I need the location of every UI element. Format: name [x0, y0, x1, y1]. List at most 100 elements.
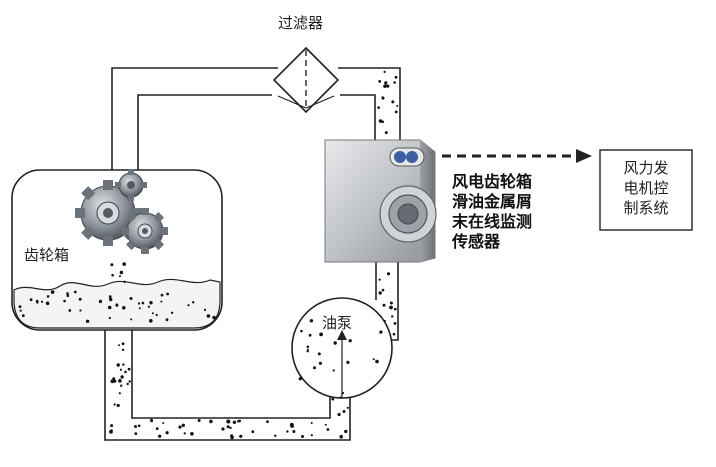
debris-dot [166, 292, 170, 296]
debris-dot [108, 295, 112, 299]
sensor-image [324, 139, 437, 263]
debris-dot [150, 420, 153, 423]
debris-dot [107, 305, 112, 310]
debris-dot [129, 297, 133, 300]
pump-label: 油泵 [322, 314, 353, 332]
debris-dot [162, 422, 165, 424]
debris-dot [109, 297, 113, 302]
debris-dot [313, 366, 316, 370]
debris-dot [326, 428, 330, 431]
debris-dot [378, 119, 383, 123]
debris-dot [127, 367, 131, 371]
debris-dot [379, 330, 383, 334]
debris-dot [239, 434, 243, 438]
metal-debris [18, 70, 399, 440]
debris-dot [151, 312, 154, 315]
debris-dot [116, 363, 120, 367]
oil-pump [291, 297, 393, 399]
debris-dot [183, 432, 186, 435]
debris-dot [391, 315, 394, 318]
debris-dot [393, 81, 396, 84]
debris-dot [50, 290, 55, 294]
debris-dot [306, 348, 309, 351]
debris-dot [292, 430, 296, 433]
debris-dot [63, 299, 66, 303]
debris-dot [378, 80, 382, 83]
debris-dot [108, 316, 111, 320]
debris-dot [40, 300, 44, 303]
debris-dot [346, 406, 349, 409]
debris-dot [121, 348, 125, 352]
debris-dot [306, 345, 310, 349]
debris-dot [318, 361, 322, 365]
debris-dot [383, 84, 387, 88]
control-system-box [599, 149, 693, 231]
debris-dot [377, 106, 380, 109]
debris-dot [229, 426, 232, 430]
debris-dot [300, 329, 303, 333]
debris-dot [251, 430, 255, 434]
debris-dot [324, 423, 327, 426]
debris-dot [386, 272, 391, 276]
gear-icon [75, 169, 168, 254]
debris-dot [119, 368, 122, 371]
debris-dot [122, 363, 125, 366]
debris-dot [110, 263, 114, 267]
debris-dot [187, 304, 190, 307]
debris-dot [394, 75, 398, 79]
debris-dot [375, 359, 379, 364]
debris-dot [181, 423, 185, 427]
debris-dot [122, 262, 126, 266]
debris-dot [160, 293, 164, 297]
debris-dot [378, 278, 381, 281]
debris-dot [21, 314, 25, 317]
debris-dot [149, 319, 153, 323]
debris-dot [36, 301, 39, 304]
debris-dot [66, 292, 69, 295]
debris-dot [266, 420, 269, 423]
debris-dot [197, 419, 201, 422]
control-system-line-1: 风力发 [623, 159, 669, 177]
debris-dot [120, 375, 124, 379]
debris-dot [226, 419, 231, 424]
debris-dot [383, 319, 386, 322]
debris-dot [73, 290, 77, 294]
debris-dot [118, 392, 121, 395]
debris-dot [119, 270, 124, 275]
debris-dot [286, 430, 289, 433]
debris-dot [331, 397, 335, 401]
debris-dot [141, 301, 145, 305]
debris-dot [130, 318, 133, 321]
debris-dot [111, 273, 114, 277]
debris-dot [85, 319, 90, 323]
supply-pipe [104, 330, 351, 441]
debris-dot [333, 341, 337, 345]
debris-dot [274, 434, 277, 437]
control-system-line-3: 制系统 [623, 199, 669, 217]
debris-dot [337, 412, 341, 417]
debris-dot [206, 314, 211, 318]
debris-dot [317, 352, 321, 356]
debris-dot [332, 369, 335, 372]
debris-dot [119, 275, 121, 278]
debris-dot [394, 110, 398, 114]
debris-dot [110, 379, 115, 384]
debris-dot [389, 305, 393, 310]
sensor-label-line-2: 滑油金属屑 [452, 192, 533, 211]
debris-dot [393, 322, 397, 325]
debris-dot [232, 420, 237, 424]
debris-dot [381, 96, 384, 99]
debris-dot [116, 403, 120, 408]
debris-dot [192, 301, 195, 304]
control-system-label: 风力发 电机控 制系统 [600, 158, 692, 218]
sensor-label-line-4: 传感器 [452, 232, 501, 251]
debris-dot [372, 358, 375, 361]
debris-dot [112, 377, 116, 381]
arrow-right-icon [442, 149, 592, 163]
debris-dot [170, 311, 174, 314]
debris-dot [310, 434, 313, 437]
debris-dot [165, 431, 169, 435]
debris-dot [339, 434, 344, 439]
debris-dot [298, 377, 302, 381]
debris-dot [158, 434, 162, 438]
